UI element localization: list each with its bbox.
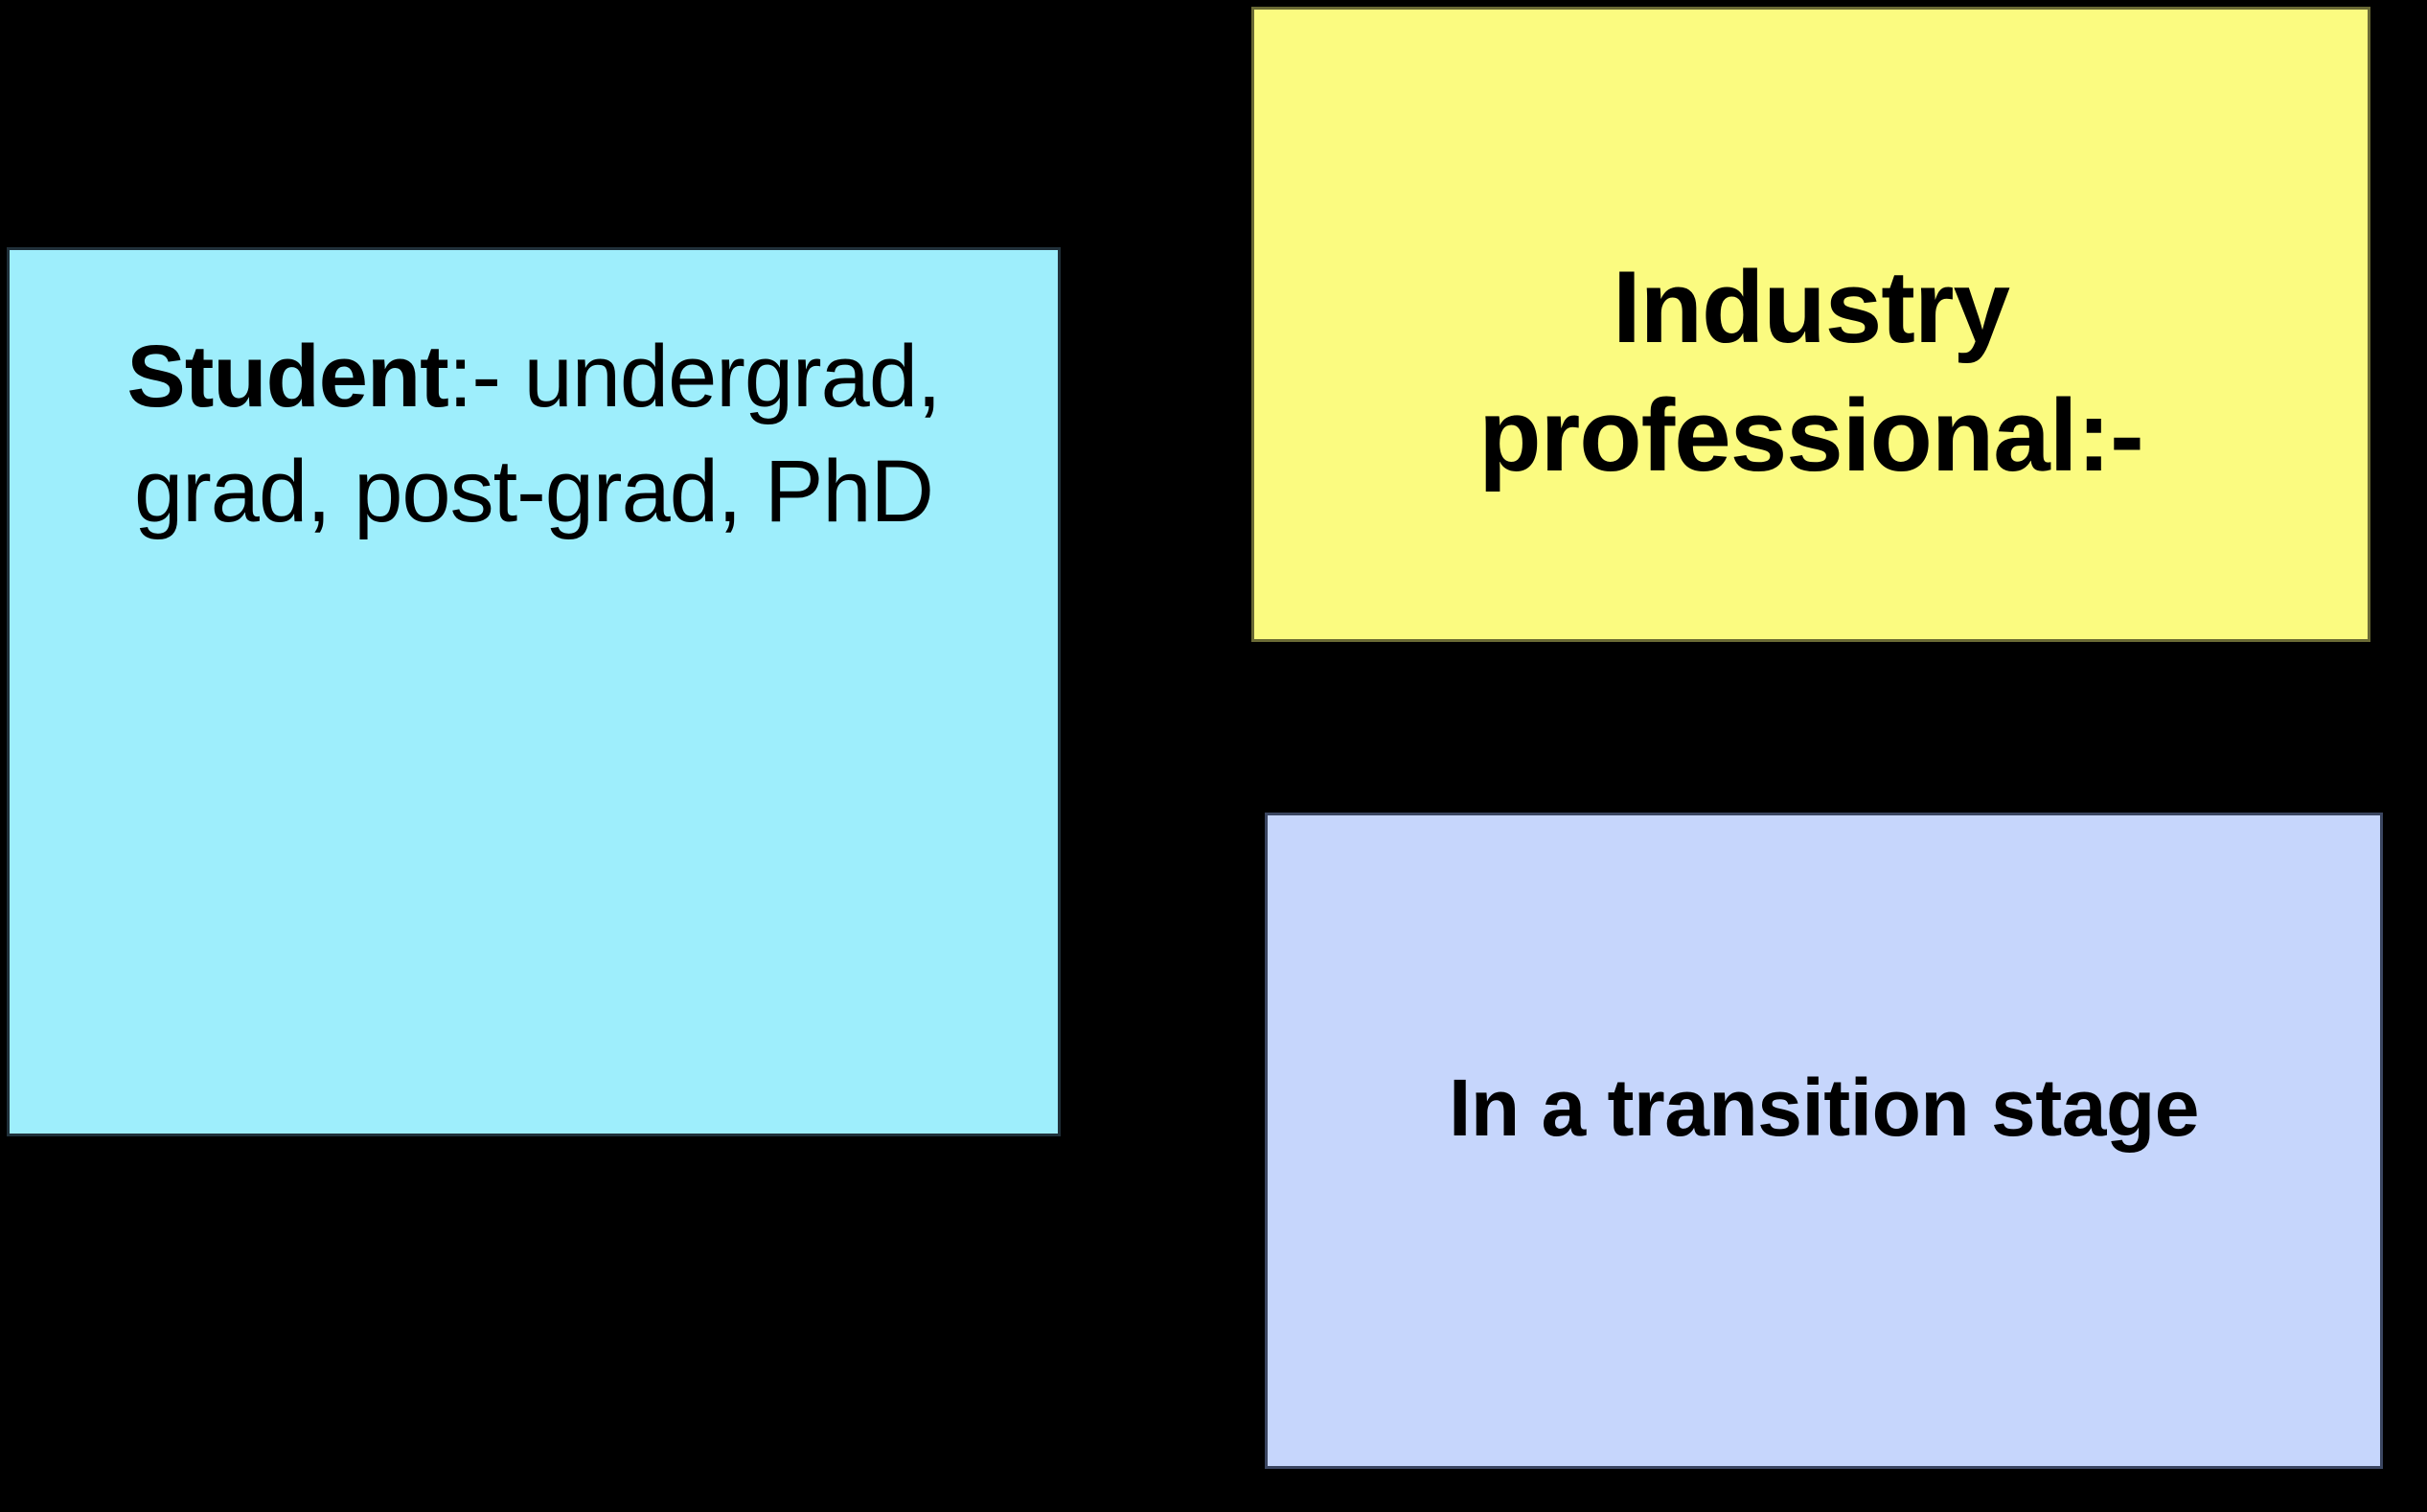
industry-professional-card[interactable]: Industry professional:-: [1251, 7, 2370, 642]
student-card-text: Student:- undergrad, grad, post-grad, Ph…: [10, 250, 1058, 549]
transition-stage-card-label: In a transition stage: [1449, 1062, 2200, 1153]
student-card-heading-suffix: :-: [447, 328, 501, 425]
student-card-heading: Student: [126, 328, 448, 425]
student-card[interactable]: Student:- undergrad, grad, post-grad, Ph…: [7, 247, 1061, 1136]
student-card-body: undergrad, grad, post-grad, PhD: [133, 328, 942, 540]
industry-professional-card-label: Industry professional:-: [1478, 248, 2143, 493]
transition-stage-card[interactable]: In a transition stage: [1265, 813, 2383, 1469]
